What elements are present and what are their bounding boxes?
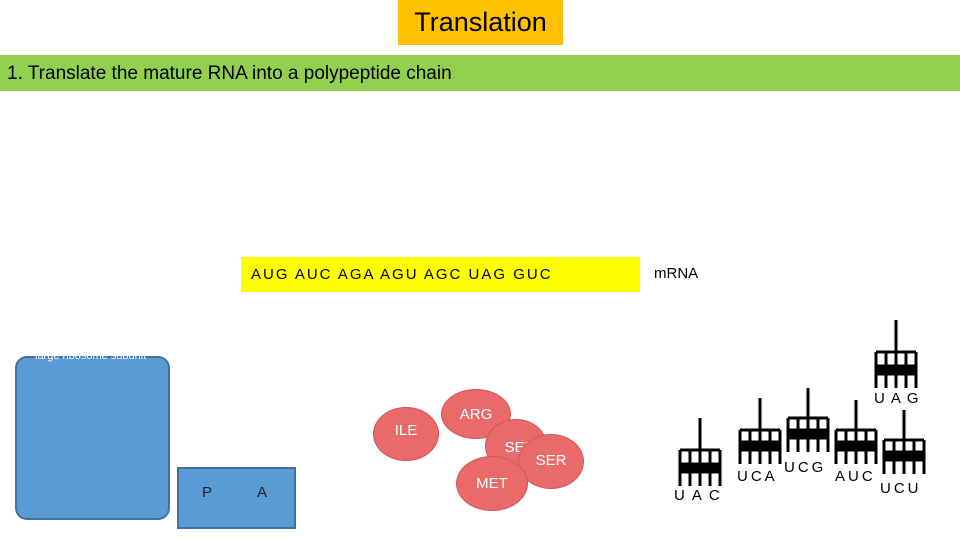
large-subunit-label: large ribosome subunit [35,350,147,362]
amino-acid-met[interactable]: MET [456,456,528,511]
anticodon-label: UAG [874,390,925,407]
trna-molecule[interactable] [882,410,926,474]
trna-molecule[interactable] [786,388,830,452]
trna-molecule[interactable] [678,418,722,486]
small-ribosome-subunit[interactable] [177,467,296,529]
p-site-label: P [202,484,213,501]
amino-acid-ile[interactable]: ILE [373,407,439,461]
large-ribosome-subunit[interactable] [15,356,170,520]
trna-molecule[interactable] [738,398,782,464]
step-banner: 1. Translate the mature RNA into a polyp… [0,55,960,91]
amino-acid-ser[interactable]: SER [518,434,584,489]
trna-molecule[interactable] [834,400,878,464]
trna-molecule[interactable] [874,320,918,388]
a-site-label: A [257,484,268,501]
amino-acid-label: MET [476,475,508,492]
amino-acid-label: ILE [394,422,418,439]
anticodon-label: UCA [737,468,778,485]
mrna-strand: AUG AUC AGA AGU AGC UAG GUC [241,257,640,292]
anticodon-label: UCG [784,459,827,476]
amino-acid-label: SER [535,452,567,469]
mrna-label: mRNA [654,265,699,282]
anticodon-label: AUC [835,468,876,485]
anticodon-label: UAC [674,487,727,504]
amino-acid-label: ARG [459,406,493,423]
anticodon-label: UCU [880,480,922,497]
page-title: Translation [398,0,563,45]
